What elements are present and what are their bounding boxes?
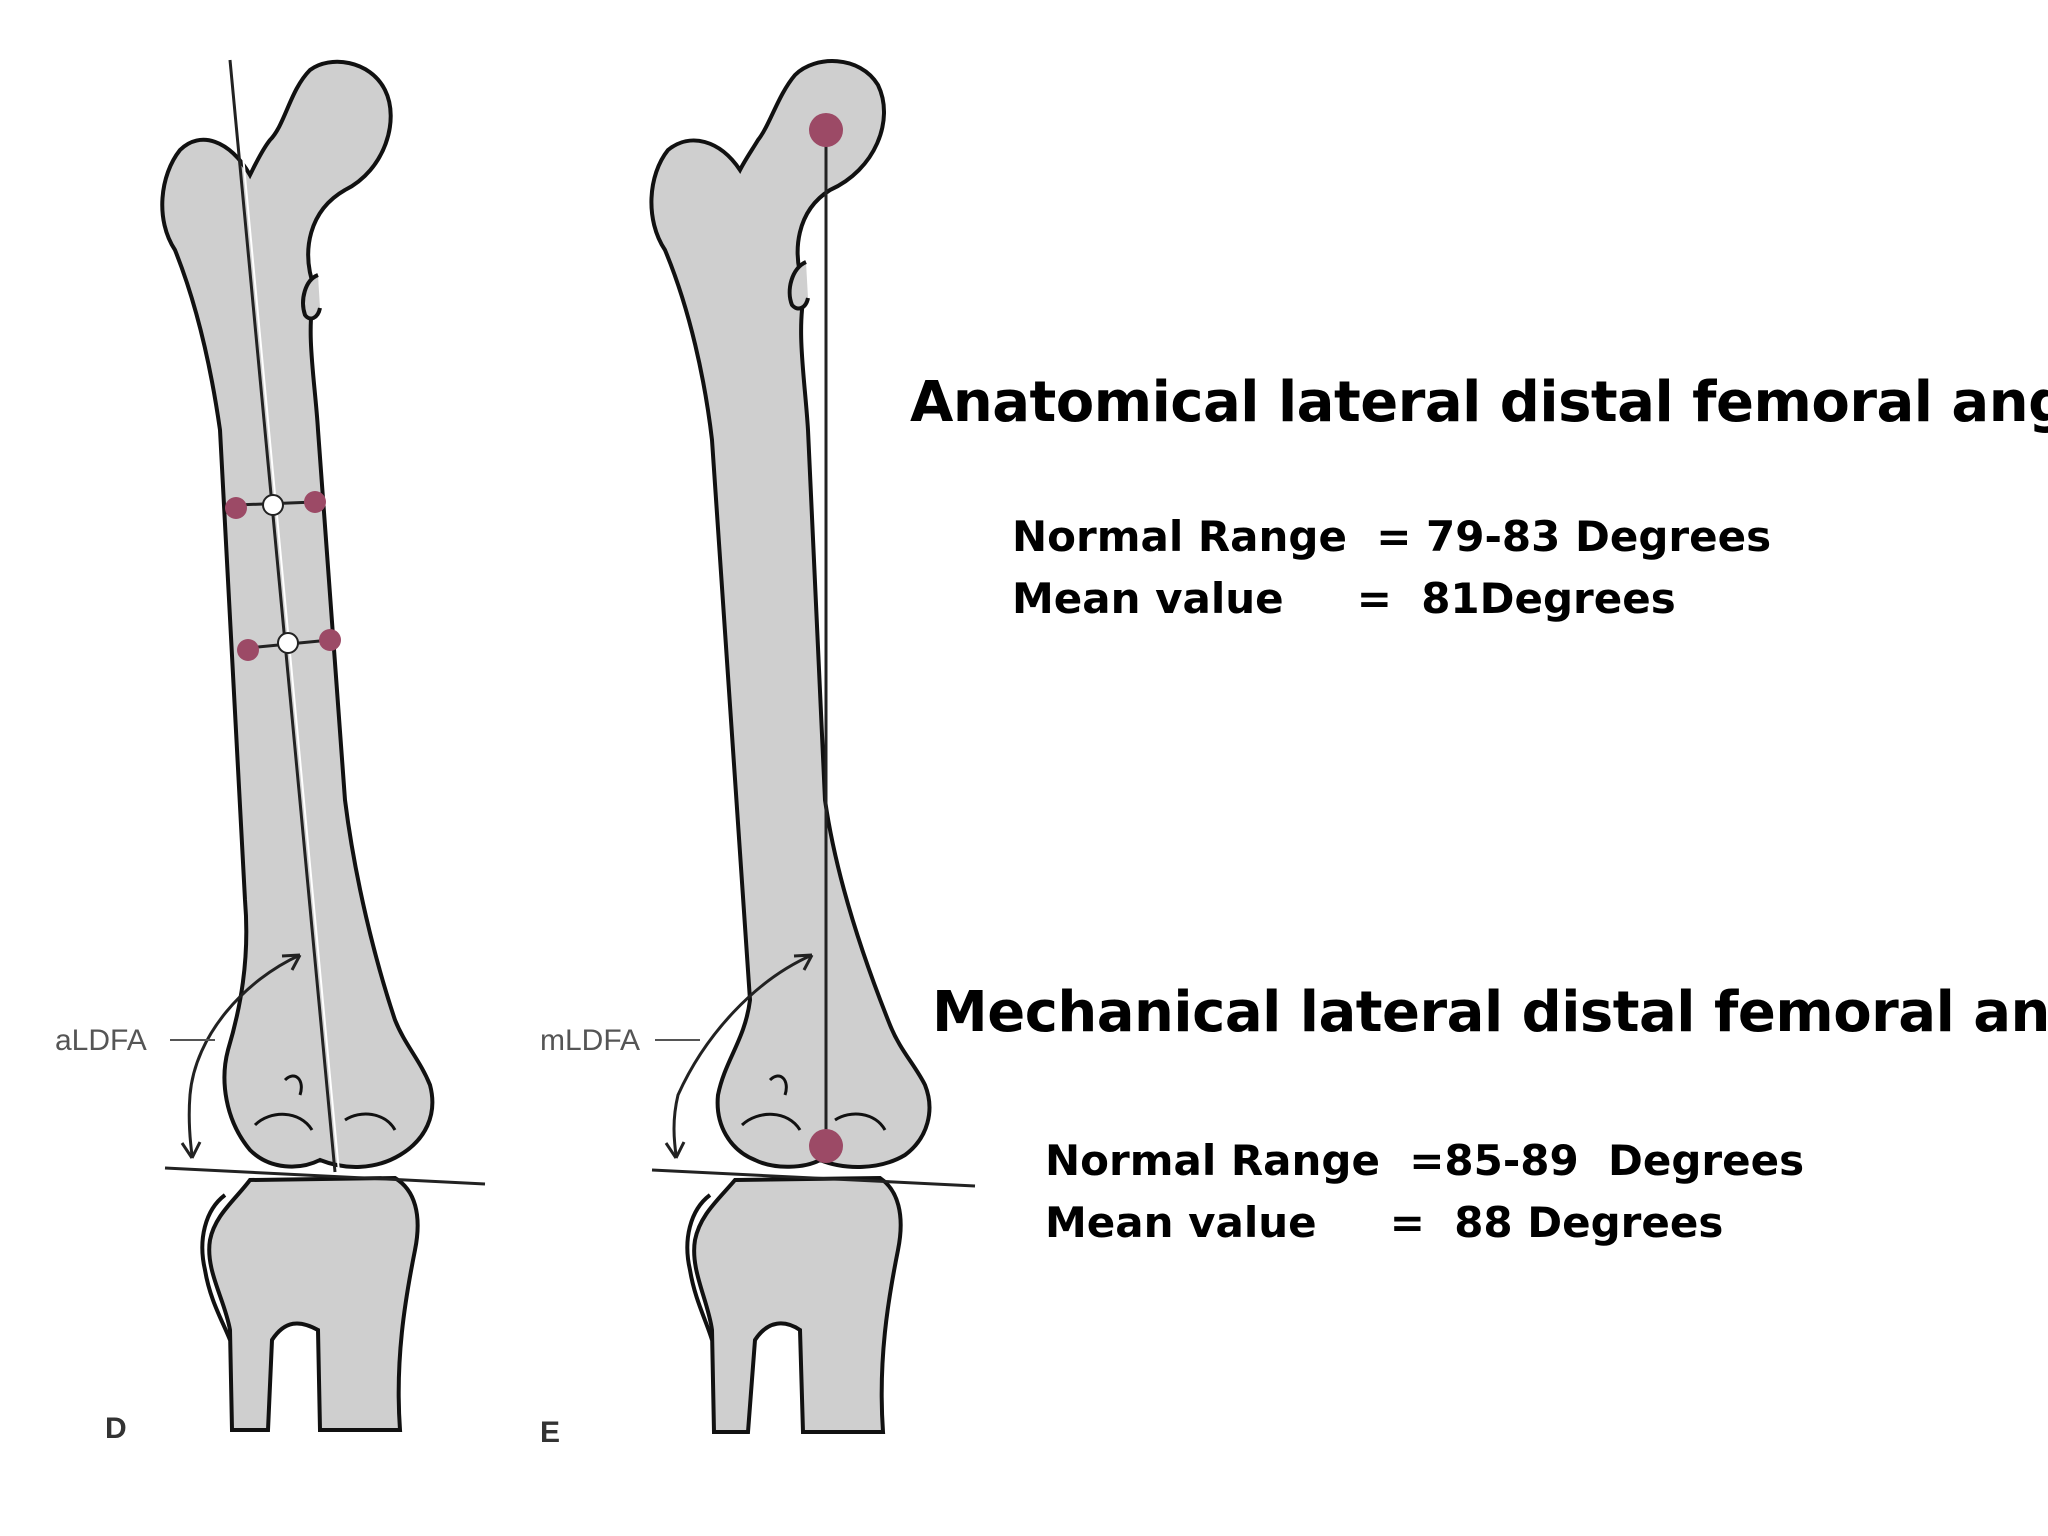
right-panel-letter: E: [540, 1416, 560, 1449]
anatomical-range-line: Normal Range = 79-83 Degrees: [1012, 512, 1772, 561]
left-lower-center-marker: [277, 632, 299, 654]
right-fibula: [685, 1193, 714, 1341]
right-angle-label: mLDFA: [540, 1024, 640, 1057]
anatomical-mean-line: Mean value = 81Degrees: [1012, 574, 1676, 623]
right-tibia: [692, 1175, 903, 1434]
mechanical-range-line: Normal Range =85-89 Degrees: [1045, 1136, 1805, 1185]
left-femur: [160, 59, 435, 1169]
left-lesser-trochanter: [301, 273, 322, 321]
left-femur-panel: aLDFA D: [55, 59, 486, 1445]
left-anatomical-axis-line: [228, 59, 337, 1173]
right-joint-line: [651, 1168, 976, 1188]
left-axis-highlight: [233, 59, 340, 1173]
right-angle-arc: [672, 953, 813, 1156]
left-tibia: [207, 1175, 420, 1432]
left-lower-right-marker: [319, 629, 341, 651]
right-hip-center-marker: [809, 113, 843, 147]
left-fibula: [200, 1193, 232, 1341]
right-arc-arrowhead-top: [793, 953, 814, 971]
left-panel-letter: D: [105, 1412, 127, 1445]
left-arc-arrowhead-bottom: [180, 1141, 202, 1159]
left-lower-left-marker: [237, 639, 259, 661]
anatomical-heading: Anatomical lateral distal femoral angle: [910, 370, 2048, 435]
left-angle-label: aLDFA: [55, 1024, 147, 1057]
left-angle-arc: [187, 953, 301, 1156]
right-lesser-trochanter: [787, 260, 810, 311]
right-condyle-detail: [740, 1074, 887, 1131]
left-upper-center-marker: [262, 494, 284, 516]
mechanical-mean-line: Mean value = 88 Degrees: [1045, 1198, 1724, 1247]
left-upper-right-marker: [304, 491, 326, 513]
right-femur: [649, 59, 932, 1169]
right-knee-center-marker: [809, 1129, 843, 1163]
right-arc-arrowhead-bottom: [664, 1141, 686, 1159]
left-joint-line: [164, 1166, 486, 1186]
left-condyle-detail: [253, 1074, 397, 1131]
mechanical-heading: Mechanical lateral distal femoral angle: [932, 980, 2048, 1045]
left-arc-arrowhead-top: [281, 953, 302, 971]
left-upper-left-marker: [225, 497, 247, 519]
right-femur-panel: mLDFA E: [540, 59, 976, 1449]
